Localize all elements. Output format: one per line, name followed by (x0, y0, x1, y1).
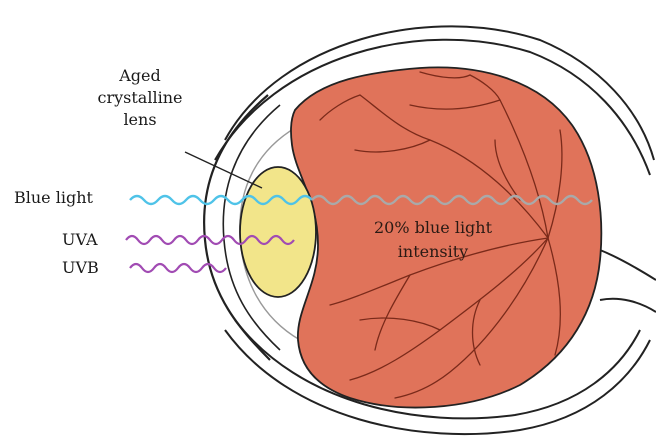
optic-nerve-outline (600, 250, 656, 312)
uvb-label: UVB (62, 258, 99, 278)
lens-label-line-1: Aged (80, 66, 200, 86)
intensity-label-line-1: 20% blue light (348, 218, 518, 238)
lens-leader-line (185, 152, 262, 188)
intensity-label-line-2: intensity (348, 242, 518, 262)
uva-label: UVA (62, 230, 98, 250)
lens-label-line-3: lens (80, 110, 200, 130)
aged-crystalline-lens (240, 167, 316, 297)
lens-label-line-2: crystalline (80, 88, 200, 108)
blue-light-label: Blue light (14, 188, 93, 208)
